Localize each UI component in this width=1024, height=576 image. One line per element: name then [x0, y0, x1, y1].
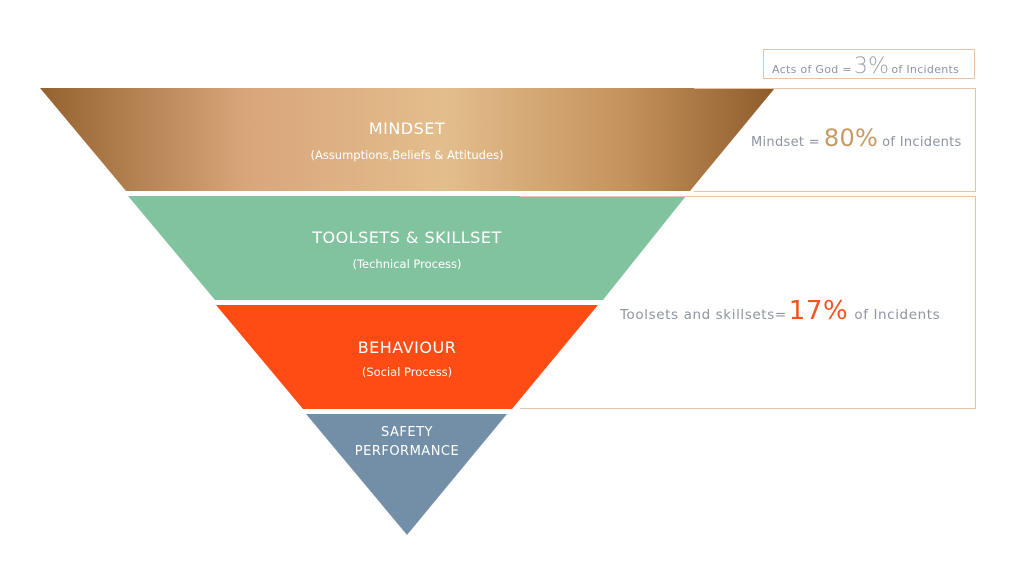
toolsets-stat: Toolsets and skillsets= 17% of Incidents: [620, 296, 940, 326]
toolsets-band: [128, 196, 686, 300]
mindset-title: MINDSET: [369, 119, 445, 138]
toolsets-subtitle: (Technical Process): [352, 257, 461, 271]
behaviour-subtitle: (Social Process): [362, 365, 452, 379]
mindset-stat-value: 80%: [823, 124, 879, 152]
acts-of-god-suffix: of Incidents: [891, 63, 960, 76]
safety-title-line2: PERFORMANCE: [355, 444, 459, 459]
mindset-box: [694, 88, 976, 192]
toolsets-stat-suffix: of Incidents: [854, 307, 941, 323]
toolsets-box: [520, 196, 976, 409]
mindset-stat-prefix: Mindset =: [751, 135, 820, 150]
layer-toolsets: TOOLSETS & SKILLSET (Technical Process): [128, 196, 686, 300]
acts-of-god-stat: Acts of God = 3% of Incidents: [772, 54, 959, 79]
mindset-stat: Mindset = 80% of Incidents: [751, 124, 962, 152]
safety-title-line1: SAFETY: [381, 425, 433, 440]
acts-of-god-value: 3%: [853, 54, 890, 79]
mindset-stat-suffix: of Incidents: [882, 135, 962, 150]
toolsets-stat-value: 17%: [788, 296, 849, 326]
acts-of-god-box: [763, 49, 975, 79]
layer-behaviour: BEHAVIOUR (Social Process): [216, 305, 598, 409]
behaviour-title: BEHAVIOUR: [358, 338, 457, 357]
safety-band: [306, 414, 507, 535]
toolsets-title: TOOLSETS & SKILLSET: [311, 228, 501, 247]
layer-safety: SAFETY PERFORMANCE: [306, 414, 507, 535]
layer-mindset: MINDSET (Assumptions,Beliefs & Attitudes…: [40, 88, 775, 191]
behaviour-band: [216, 305, 598, 409]
mindset-subtitle: (Assumptions,Beliefs & Attitudes): [310, 148, 503, 162]
toolsets-stat-prefix: Toolsets and skillsets=: [620, 307, 787, 323]
mindset-band: [40, 88, 775, 191]
acts-of-god-prefix: Acts of God =: [772, 63, 852, 76]
